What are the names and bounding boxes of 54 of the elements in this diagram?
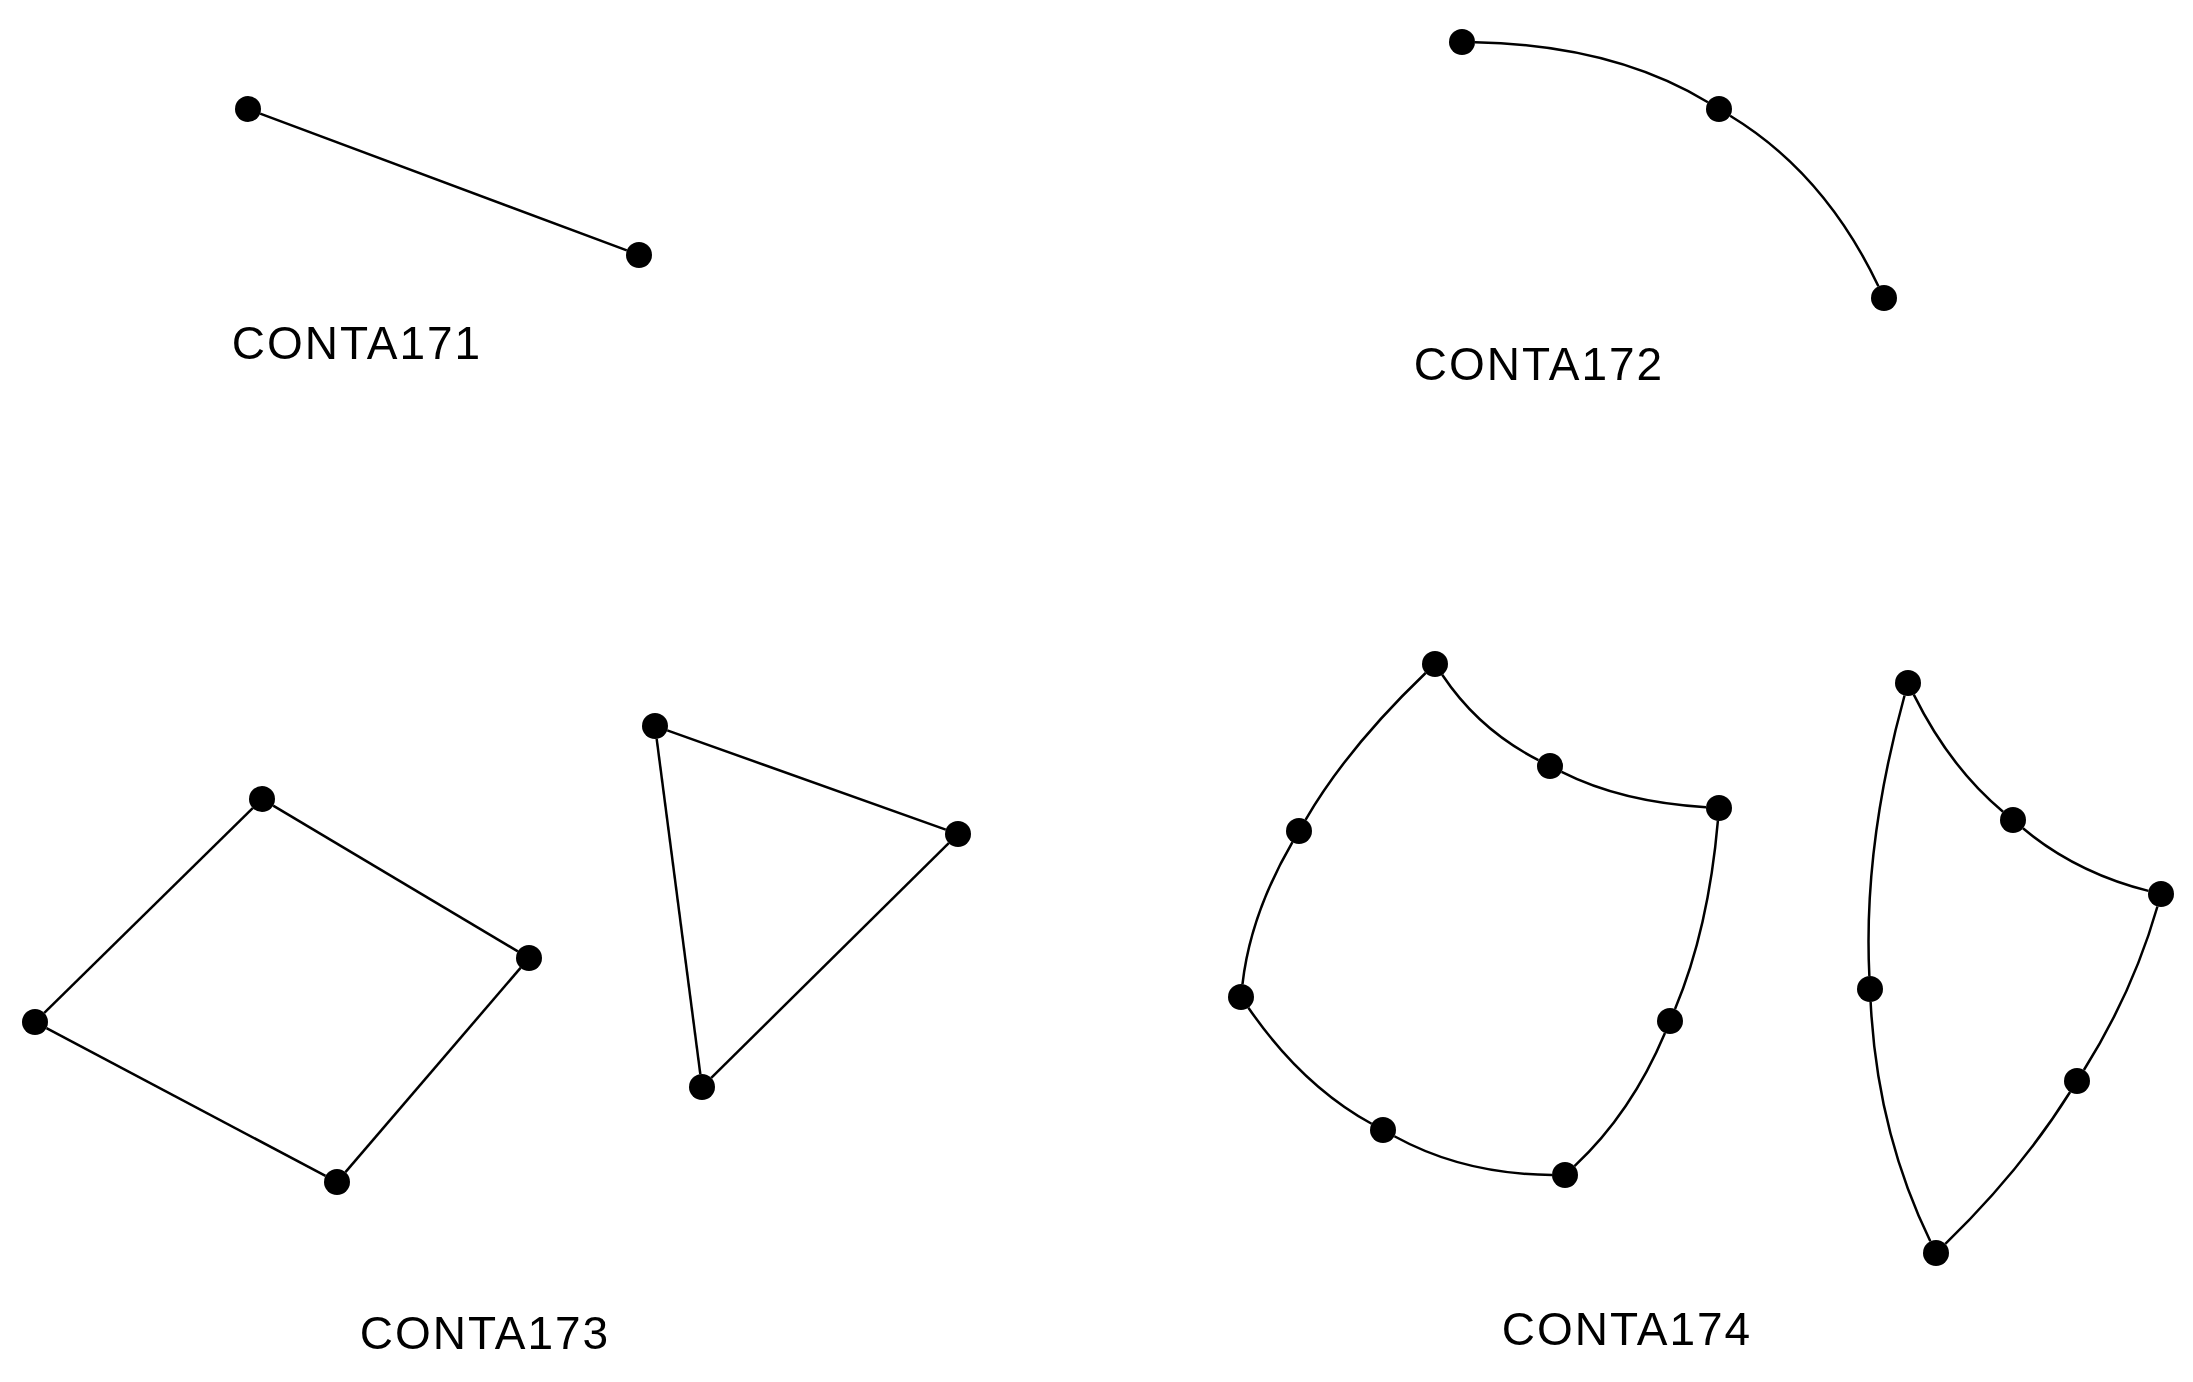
- element-edge: [1304, 672, 1427, 821]
- node-dot: [249, 786, 275, 812]
- node-dot: [2148, 881, 2174, 907]
- element-edge: [1441, 674, 1539, 762]
- node-dot: [22, 1009, 48, 1035]
- node-dot: [1370, 1117, 1396, 1143]
- element-edge: [710, 842, 950, 1079]
- node-dot: [1706, 795, 1732, 821]
- element-edge: [1912, 694, 2004, 813]
- node-dot: [945, 821, 971, 847]
- element-label: CONTA173: [359, 1306, 611, 1360]
- node-dot: [1422, 651, 1448, 677]
- node-dot: [1228, 984, 1254, 1010]
- element-edge: [1573, 1032, 1667, 1167]
- node-dot: [235, 96, 261, 122]
- element-edge: [45, 1027, 327, 1177]
- node-dot: [1871, 285, 1897, 311]
- element-edge: [1867, 695, 1906, 977]
- node-dot: [1706, 96, 1732, 122]
- node-dot: [642, 713, 668, 739]
- node-dot: [2000, 807, 2026, 833]
- element-label: CONTA174: [1501, 1302, 1753, 1356]
- element-edge: [1247, 1006, 1373, 1125]
- element-edge: [43, 807, 254, 1014]
- element-edge: [272, 804, 519, 953]
- element-edge: [259, 112, 628, 252]
- node-dot: [2064, 1068, 2090, 1094]
- element-edge: [1673, 820, 1720, 1010]
- element-edge: [1393, 1135, 1553, 1177]
- element-edge: [666, 729, 947, 831]
- element-label: CONTA172: [1413, 337, 1665, 391]
- element-edge: [2082, 906, 2159, 1071]
- node-dot: [626, 242, 652, 268]
- node-dot: [1857, 976, 1883, 1002]
- element-edge: [344, 967, 522, 1173]
- element-edge: [1944, 1091, 2072, 1245]
- node-dot: [689, 1074, 715, 1100]
- node-dot: [1552, 1162, 1578, 1188]
- element-edge: [2022, 827, 2149, 893]
- node-dot: [1657, 1008, 1683, 1034]
- element-edge: [655, 738, 702, 1075]
- element-edge: [1561, 770, 1707, 809]
- node-dot: [1923, 1240, 1949, 1266]
- element-edge: [1241, 841, 1294, 985]
- element-edge: [1869, 1001, 1932, 1242]
- node-dot: [1449, 29, 1475, 55]
- node-dot: [1537, 753, 1563, 779]
- element-edge: [1729, 114, 1880, 287]
- element-label: CONTA171: [231, 316, 483, 370]
- node-dot: [1286, 818, 1312, 844]
- node-dot: [1895, 670, 1921, 696]
- element-edge: [1474, 41, 1709, 104]
- node-dot: [516, 945, 542, 971]
- node-dot: [324, 1169, 350, 1195]
